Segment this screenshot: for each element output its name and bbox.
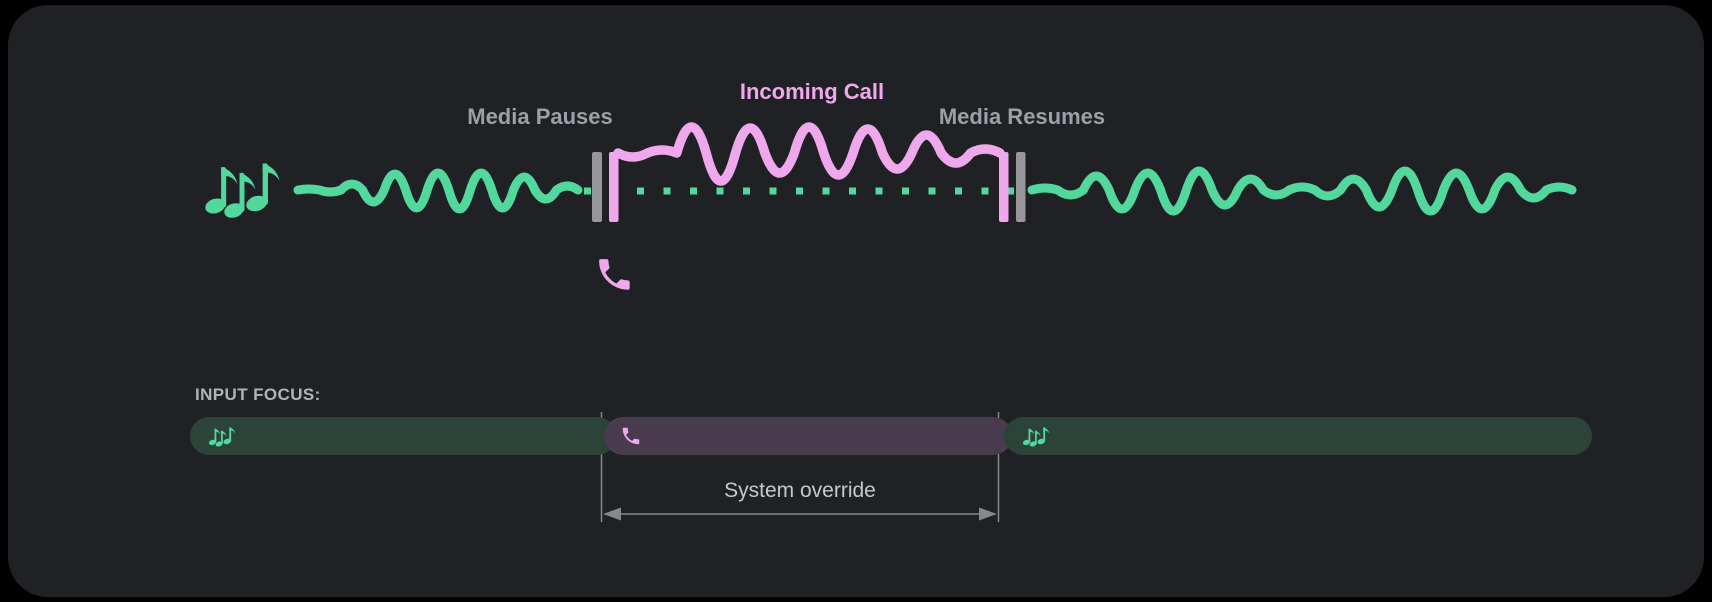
phone-icon [622,427,640,445]
music-notes-icon [208,425,238,447]
incoming-call-label: Incoming Call [739,79,885,104]
media-focus-bar-after [1004,417,1592,455]
music-notes-icon [1022,425,1052,447]
media-resumes-label: Media Resumes [938,104,1106,129]
media-pauses-label: Media Pauses [467,104,613,129]
input-focus-label: INPUT FOCUS: [195,385,321,404]
call-focus-bar [604,417,1012,455]
media-focus-bar-before [190,417,616,455]
system-override-label: System override [724,479,876,502]
diagram-panel [8,5,1704,597]
